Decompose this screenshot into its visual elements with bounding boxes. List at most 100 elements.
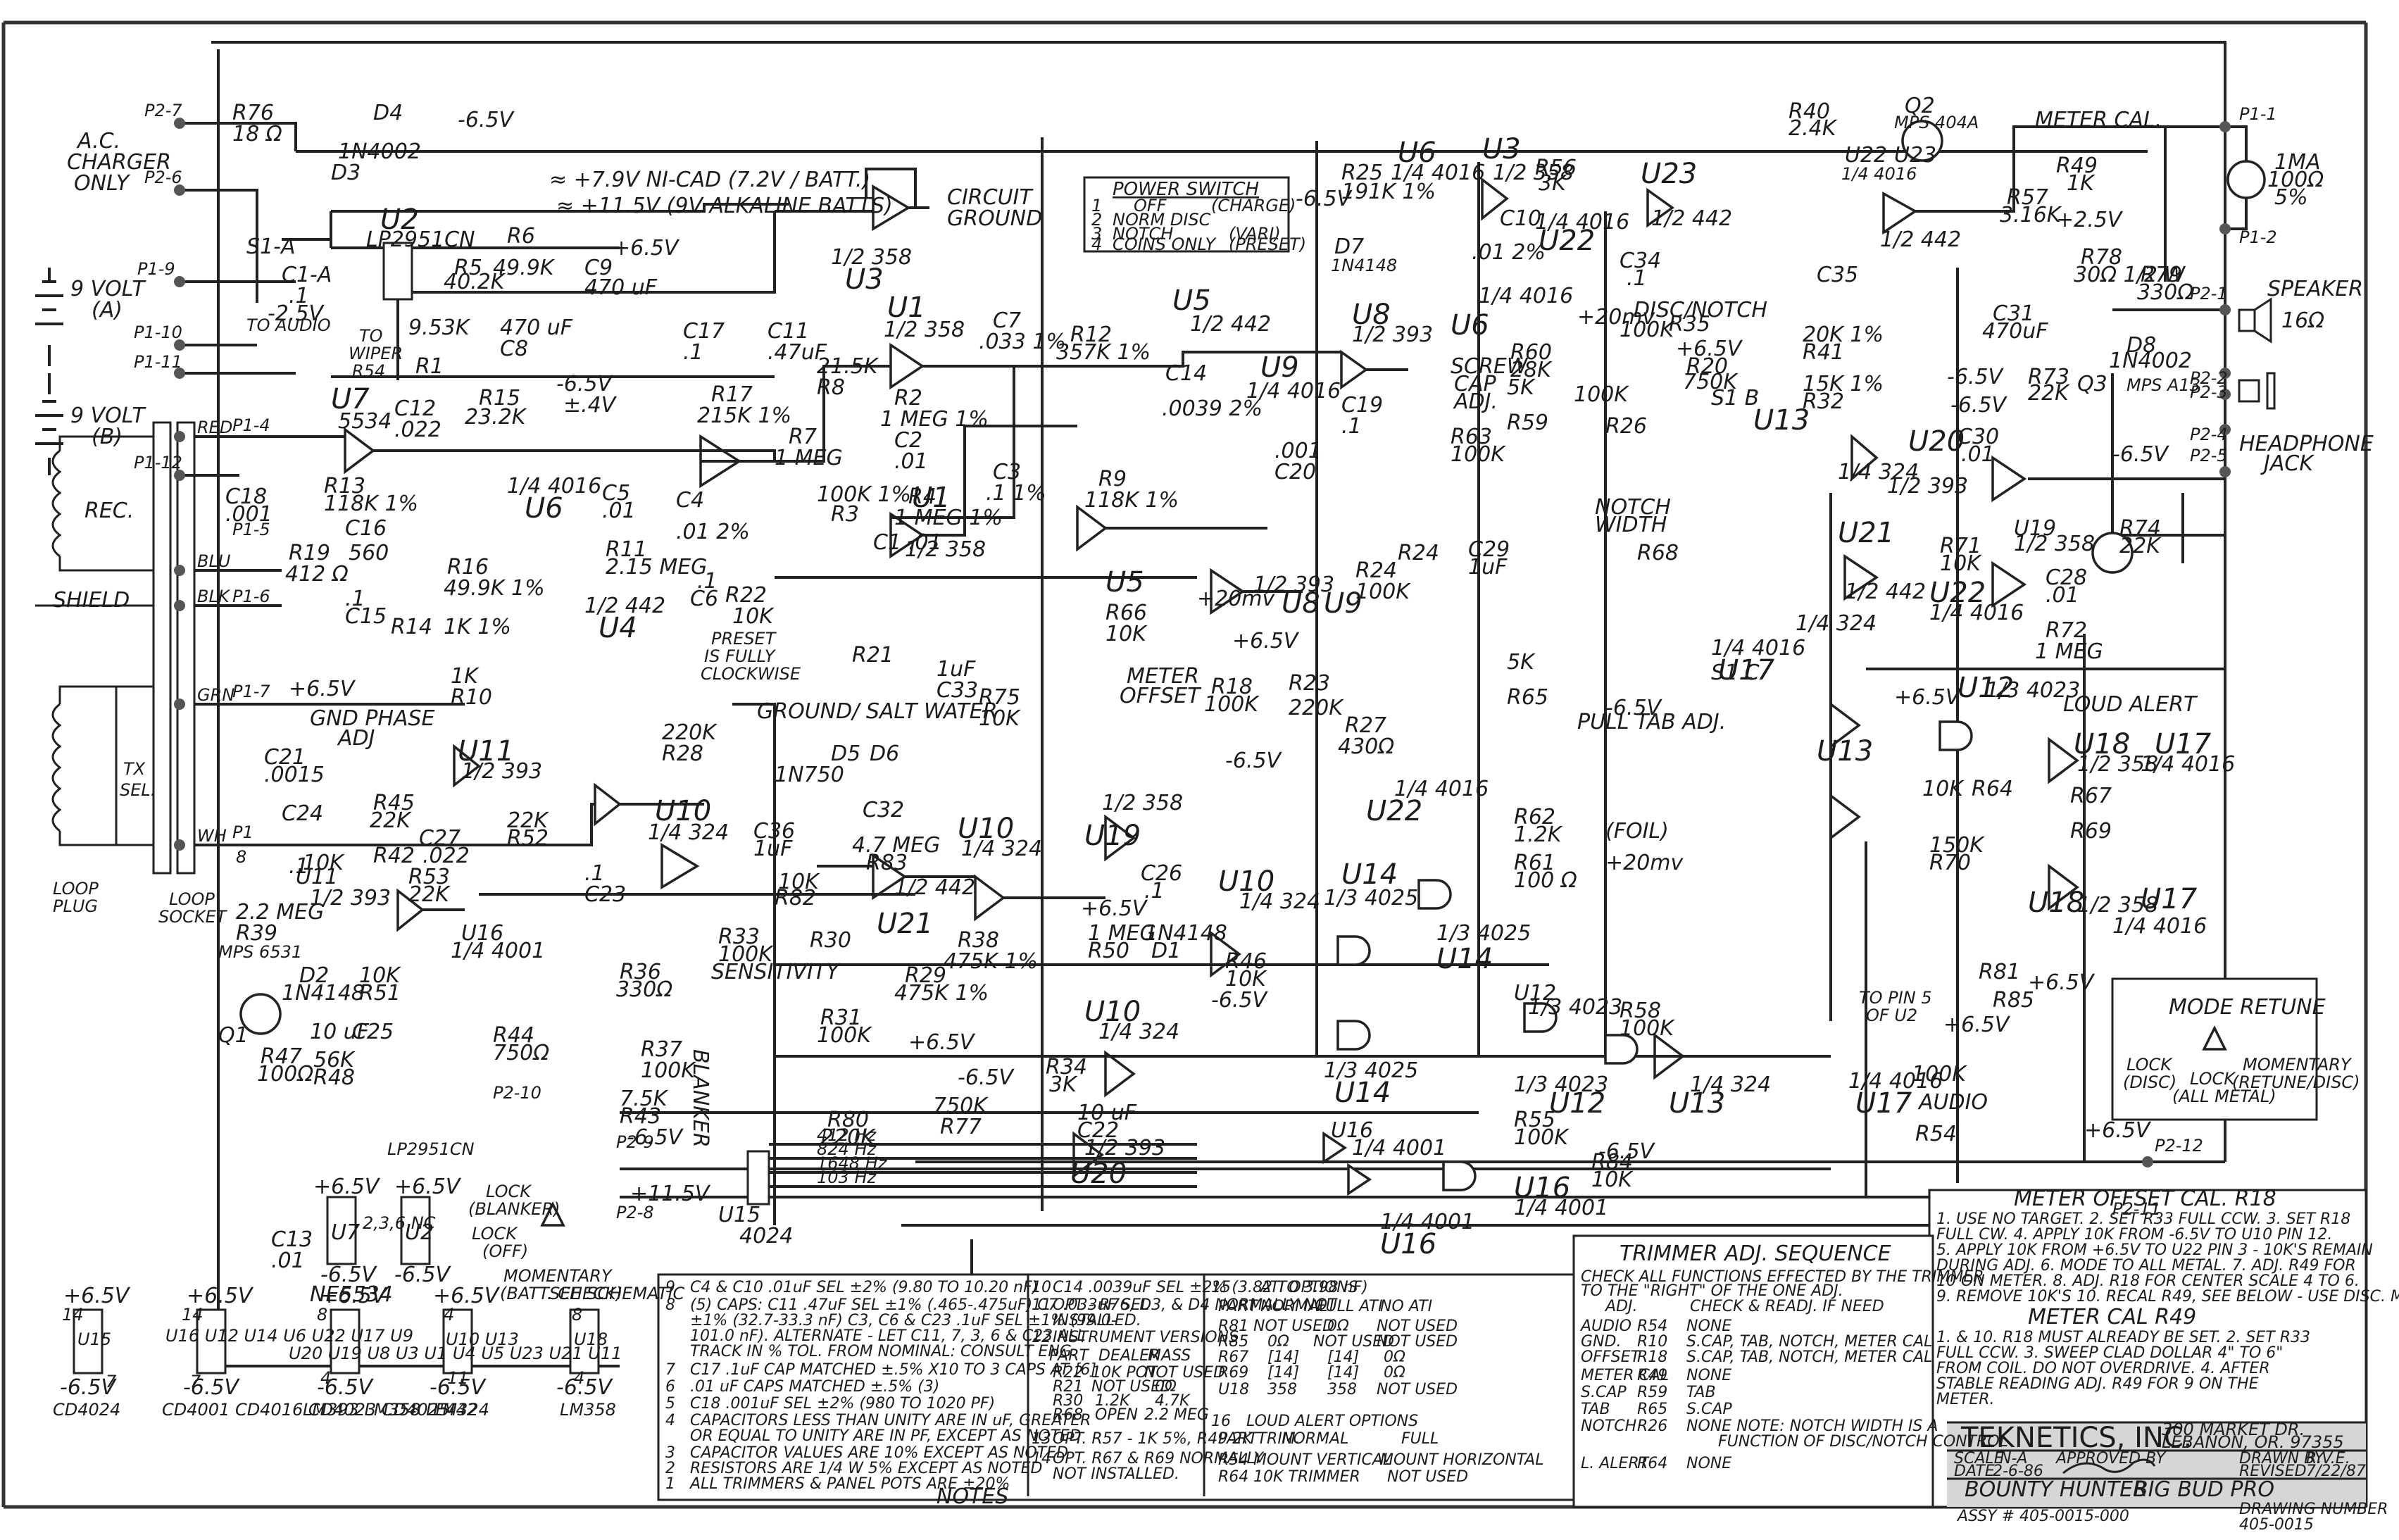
trimmer-adj: S.CAP <box>1581 1384 1627 1401</box>
r6-value: 49.9K <box>493 256 556 280</box>
note-text: OPT - R76, D3, & D4 NORMALLY NOT <box>1053 1296 1338 1314</box>
u23-label: U23 <box>1641 158 1697 190</box>
u17c-value: 1/4 4016 <box>1848 1069 1943 1094</box>
rec-label: REC. <box>84 499 134 523</box>
d34-value: 1N4002 <box>338 139 421 164</box>
note-text: C14 .0039uF SEL ±2% (3.82 TO 3.98 nF) <box>1053 1279 1368 1296</box>
preset-note2: IS FULLY <box>704 646 777 666</box>
r9-label: R9 <box>1098 467 1127 492</box>
power-switch-items: 1 OFF (CHARGE) 2 NORM DISC 3 NOTCH (VARI… <box>1091 196 1306 254</box>
u3-top-value: 1/2 358 <box>1493 161 1574 185</box>
r45-label: R45 <box>373 791 415 815</box>
u16-label: U16 <box>461 921 503 946</box>
iv-cell: 0Ω <box>1155 1378 1177 1396</box>
trimmer-intro: CHECK ALL FUNCTIONS EFFECTED BY THE TRIM… <box>1581 1268 1984 1286</box>
r4-value: 1 MEG 1% <box>894 506 1003 530</box>
note-num: 13 <box>1032 1430 1051 1448</box>
r9-value: 118K 1% <box>1084 488 1179 513</box>
c27-label: C27 <box>419 826 461 851</box>
conn-p1-8: 8 <box>236 847 246 867</box>
loop-socket <box>176 421 196 875</box>
neg65-q3: -6.5V <box>2112 442 2170 467</box>
c36-value: 1uF <box>753 837 793 861</box>
r40-label: R40 <box>1789 99 1830 124</box>
r41-label: R41 <box>1803 340 1844 365</box>
ic-power-vminus: -6.5V <box>556 1375 614 1400</box>
u20b-value: 1/2 393 <box>1084 1136 1165 1160</box>
r16-value: 49.9K 1% <box>444 576 545 601</box>
r63-label: R63 <box>1451 425 1492 449</box>
ic-power-pin-top: 8 <box>317 1305 327 1325</box>
neg65-r25: -6.5V <box>1296 187 1353 211</box>
c17-label: C17 <box>683 319 725 344</box>
power-switch-num: 1 <box>1091 196 1102 215</box>
r5-label: R5 <box>454 256 482 280</box>
meter-cal-line: STABLE READING ADJ. R49 FOR 9 ON THE <box>1936 1375 2259 1393</box>
to-wiper-label: TO <box>359 326 383 346</box>
c4-label: C4 <box>676 488 704 513</box>
shield-label: SHIELD <box>53 588 130 613</box>
lock-blanker-label: LOCK <box>486 1182 532 1201</box>
note-num: 1 <box>665 1475 675 1493</box>
u23-right-value: 1/2 442 <box>1880 227 1961 252</box>
u6-top-label: U6 <box>1398 137 1436 169</box>
r60-label: R60 <box>1510 340 1552 365</box>
r24-value: 100K <box>1355 580 1411 604</box>
u10d-value: 1/4 324 <box>1098 1020 1179 1044</box>
r17-value: 215K 1% <box>697 403 791 428</box>
freq-103: 103 Hz <box>817 1167 877 1187</box>
conn-p1-5: P1-5 <box>232 520 270 539</box>
c26-label: C26 <box>1141 861 1182 886</box>
pull-tab-label: PULL TAB ADJ. <box>1577 710 1726 734</box>
ac-charger-label2: CHARGER <box>67 150 171 175</box>
r76-value: 18 Ω <box>232 122 282 146</box>
r52-label: R52 <box>507 826 549 851</box>
r29-label: R29 <box>905 963 946 988</box>
u8b-value: 1/2 393 <box>1253 572 1334 597</box>
pos65-r81: +6.5V <box>2028 970 2096 995</box>
r8-label: R8 <box>817 375 845 400</box>
c10-label: C10 <box>1500 206 1541 231</box>
power-switch-note: (VARI) <box>1229 224 1281 244</box>
note-text: ±1% (32.7-33.3 nF) C3, C6 & C23 .1uF SEL… <box>690 1312 1117 1329</box>
note-num: 9 <box>665 1279 675 1296</box>
r7-label: R7 <box>789 425 817 449</box>
lock-blanker-label2: (BLANKER) <box>468 1199 560 1219</box>
note-num: 4 <box>665 1412 675 1429</box>
loop-plug-label: LOOP <box>53 879 99 899</box>
la-cell: R64 <box>1218 1468 1248 1486</box>
r80-label: R80 <box>827 1108 869 1132</box>
r61-label: R61 <box>1514 851 1555 875</box>
ic-power-vplus: +6.5V <box>63 1284 131 1308</box>
ic-power-pin-top: 14 <box>62 1305 84 1325</box>
u19b-label: U19 <box>1084 820 1141 852</box>
scale-value: N-A <box>2000 1450 2027 1467</box>
u8-label: U8 <box>1352 299 1391 331</box>
drawn-label: DRAWN BY <box>2239 1450 2325 1467</box>
r17-label: R17 <box>711 382 753 407</box>
r54-label: R54 <box>1915 1122 1957 1146</box>
r13-value: 118K 1% <box>324 492 418 516</box>
pos65-r29: +6.5V <box>908 1030 976 1055</box>
r6-label: R6 <box>507 224 535 249</box>
trimmer-adj: GND. <box>1581 1333 1621 1351</box>
c9-label: C9 <box>584 256 613 280</box>
conn-p2-3: P2-3 <box>2190 382 2228 402</box>
r39-value: 2.2 MEG <box>236 900 324 925</box>
r42-label: R42 <box>373 844 415 868</box>
u2-label: U2 <box>380 204 419 236</box>
loud-alert-label: LOUD ALERT <box>2063 692 2198 717</box>
r55-label: R55 <box>1514 1108 1555 1132</box>
u10d-label: U10 <box>1084 996 1141 1028</box>
ic-power-pin-bot: 7 <box>106 1372 117 1391</box>
la-header: FULL <box>1401 1430 1439 1448</box>
ati-cell: NOT USED <box>1253 1317 1334 1335</box>
r49-label: R49 <box>2056 154 2098 178</box>
r20-label: R20 <box>1686 354 1728 379</box>
r14-value: 1K 1% <box>444 615 511 639</box>
meter-offset-cal-line: 5. APPLY 10K FROM +6.5V TO U22 PIN 3 - 1… <box>1936 1241 2373 1259</box>
meter-cal-line: 1. & 10. R18 MUST ALREADY BE SET. 2. SET… <box>1936 1329 2310 1346</box>
disc-notch-label: DISC/NOTCH <box>1634 298 1767 323</box>
meter-offset-cal-line: 1. USE NO TARGET. 2. SET R33 FULL CCW. 3… <box>1936 1210 2350 1228</box>
tx-coil <box>51 685 154 846</box>
